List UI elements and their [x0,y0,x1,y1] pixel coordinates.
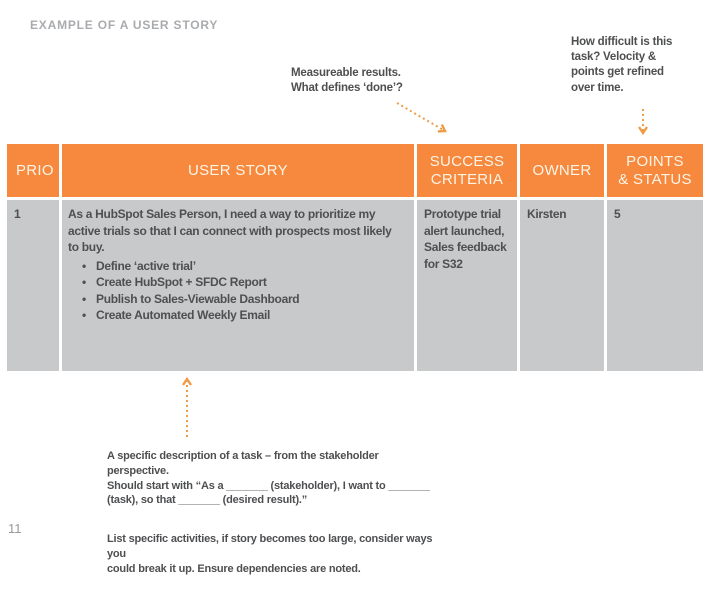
arrow-to-success-criteria-icon [396,102,447,133]
user-story-bullet-list: • Define ‘active trial’ • Create HubSpot… [68,258,408,324]
user-story-text: As a HubSpot Sales Person, I need a way … [68,207,392,255]
header-prio: PRIO [7,144,59,197]
header-owner: OWNER [520,144,604,197]
cell-owner: Kirsten [520,200,604,371]
cell-points: 5 [607,200,703,371]
bullet-icon: • [82,258,86,273]
list-item: • Publish to Sales-Viewable Dashboard [68,291,408,308]
list-item: • Create Automated Weekly Email [68,307,408,324]
user-story-table: PRIO USER STORY SUCCESS CRITERIA OWNER P… [7,144,703,371]
cell-prio: 1 [7,200,59,371]
slide-title: EXAMPLE OF A USER STORY [30,18,219,32]
bullet-text: Define ‘active trial’ [96,258,196,273]
page-number: 11 [8,521,22,536]
slide: { "slide": { "title": "EXAMPLE OF A USER… [7,18,703,575]
list-item: • Define ‘active trial’ [68,258,408,275]
bullet-icon: • [82,291,86,306]
header-success-criteria: SUCCESS CRITERIA [417,144,517,197]
annotation-measurable-results: Measureable results. What defines ‘done’… [291,67,403,95]
cell-user-story: As a HubSpot Sales Person, I need a way … [62,200,414,371]
bullet-icon: • [82,308,86,323]
annotation-description-paragraph: A specific description of a task – from … [107,449,430,507]
bullet-text: Publish to Sales-Viewable Dashboard [96,291,300,306]
bullet-icon: • [82,275,86,290]
cell-success-criteria: Prototype trial alert launched, Sales fe… [417,200,517,371]
header-user-story: USER STORY [62,144,414,197]
bullet-text: Create HubSpot + SFDC Report [96,275,267,290]
list-item: • Create HubSpot + SFDC Report [68,274,408,291]
annotation-story-description: A specific description of a task – from … [107,434,437,591]
annotation-activities-paragraph: List specific activities, if story becom… [107,533,433,575]
bullet-text: Create Automated Weekly Email [96,308,271,323]
annotation-task-difficulty: How difficult is this task? Velocity & p… [571,36,673,94]
header-points-status: POINTS & STATUS [607,144,703,197]
